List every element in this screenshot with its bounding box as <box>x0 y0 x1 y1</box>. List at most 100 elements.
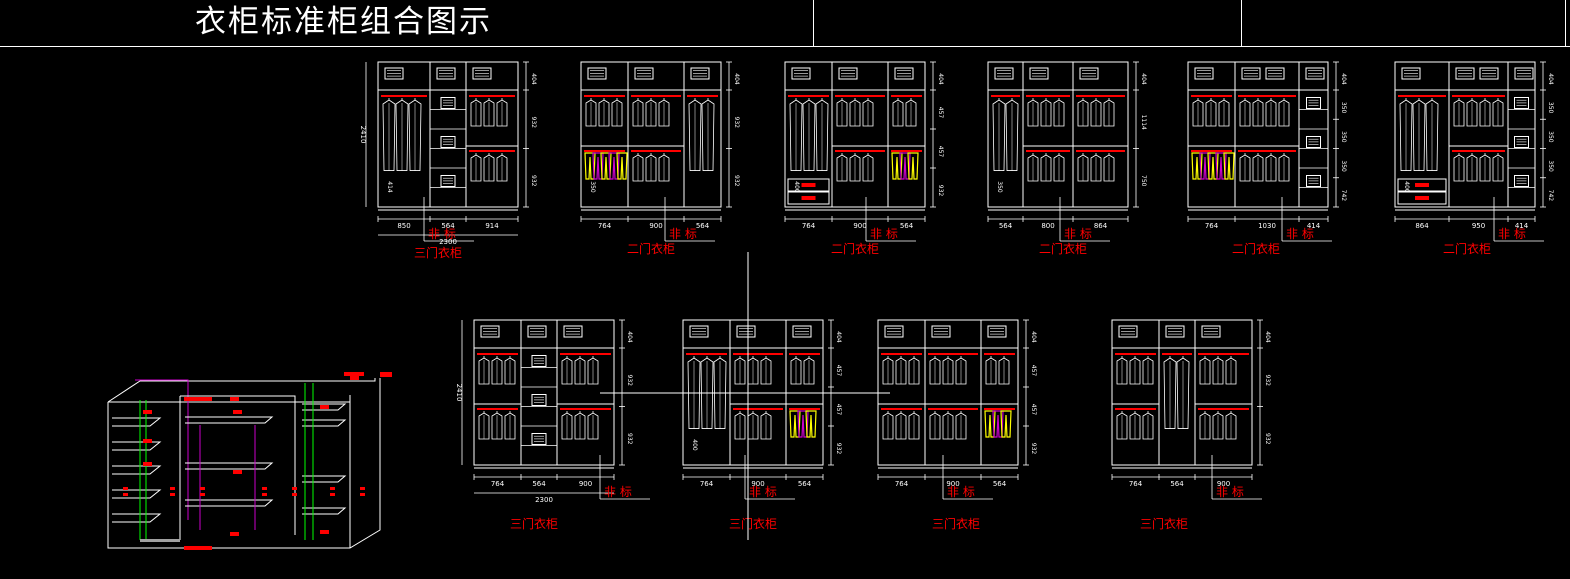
hanging-shirt-icon <box>998 356 1010 385</box>
right-shelf <box>302 507 347 515</box>
height-label: 932 <box>733 117 740 129</box>
folded-clothes-icon <box>440 136 456 148</box>
hanging-coat-icon <box>1005 98 1019 171</box>
hanging-pants-icon <box>984 410 996 438</box>
shirt-outline <box>1466 153 1478 182</box>
hanging-shirt-icon <box>760 356 772 385</box>
width-label: 950 <box>1472 222 1485 230</box>
hanging-shirt-icon <box>1129 411 1141 440</box>
shirt-outline <box>760 411 772 440</box>
hanging-shirt-icon <box>632 153 644 182</box>
shirt-outline <box>470 153 482 182</box>
hanging-shirt-icon <box>803 356 815 385</box>
shirt-outline <box>496 153 508 182</box>
width-label: 864 <box>1415 222 1429 230</box>
hanging-pants-icon <box>805 410 817 438</box>
hanging-coat-icon <box>992 98 1006 171</box>
red-marker <box>184 546 212 550</box>
shirt-outline <box>491 356 503 385</box>
folded-stack <box>1514 97 1529 109</box>
shirt-outline <box>836 153 848 182</box>
folded-stack <box>1306 136 1321 148</box>
cabinet-frame <box>1394 61 1536 208</box>
cabinet-caption: 三门衣柜 <box>932 516 980 531</box>
height-label: 404 <box>1030 331 1037 343</box>
folded-clothes-icon <box>1306 175 1321 187</box>
folded-stack <box>527 325 547 338</box>
hanging-shirt-icon <box>1453 153 1465 182</box>
left-shelf <box>112 441 162 451</box>
height-label: 350 <box>1547 160 1554 172</box>
coat-outline <box>789 98 803 171</box>
hanging-pants-icon <box>797 410 809 438</box>
pants-outline <box>984 410 996 438</box>
hanging-pants-icon <box>1207 152 1219 180</box>
red-marker <box>320 530 329 534</box>
height-label: 457 <box>835 404 842 416</box>
folded-stack <box>994 67 1014 80</box>
folded-stack <box>1029 67 1049 80</box>
width-label: 564 <box>999 222 1013 230</box>
cabinet-caption: 三门衣柜 <box>414 245 462 260</box>
pants-outline <box>899 152 911 180</box>
cabinet-caption: 二门衣柜 <box>1039 241 1087 256</box>
red-marker <box>143 439 152 443</box>
shirt-outline <box>483 98 495 127</box>
hanging-shirt-icon <box>1252 153 1264 182</box>
red-marker <box>233 470 242 474</box>
folded-clothes-icon <box>689 325 709 338</box>
folded-stack <box>440 175 456 187</box>
shirt-outline <box>1090 153 1102 182</box>
pants-outline <box>1191 152 1203 180</box>
nonstandard-note: 非 标 <box>947 485 975 499</box>
folded-stack <box>634 67 654 80</box>
hanging-pants-icon <box>616 152 628 180</box>
hanging-shirt-icon <box>849 153 861 182</box>
cabinet-frame <box>377 61 519 208</box>
hanging-pants-icon <box>592 152 604 180</box>
width-label: 900 <box>946 480 959 488</box>
width-label: 564 <box>798 480 812 488</box>
hanging-shirt-icon <box>734 411 746 440</box>
hanging-pants-icon <box>1223 152 1235 180</box>
cabinet-caption: 二门衣柜 <box>1443 241 1491 256</box>
shirt-outline <box>1278 153 1290 182</box>
height-label: 457 <box>1030 365 1037 377</box>
hanging-shirt-icon <box>1090 98 1102 127</box>
hanging-shirt-icon <box>658 153 670 182</box>
shirt-outline <box>1453 98 1465 127</box>
folded-clothes-icon <box>1118 325 1138 338</box>
red-fitting <box>360 493 365 496</box>
hanging-shirt-icon <box>929 356 941 385</box>
hanging-coat-icon <box>395 98 409 171</box>
shirt-outline <box>942 411 954 440</box>
folded-stack <box>1306 175 1321 187</box>
pants-outline <box>805 410 817 438</box>
folded-clothes-icon <box>1194 67 1214 80</box>
hanging-shirt-icon <box>1466 153 1478 182</box>
shirt-outline <box>1466 98 1478 127</box>
folded-clothes-icon <box>1165 325 1185 338</box>
hanging-shirt-icon <box>504 411 516 440</box>
title-divider-1 <box>813 0 814 46</box>
height-label: 404 <box>937 73 944 85</box>
cabinet-frame <box>1111 319 1253 466</box>
red-fitting <box>262 493 267 496</box>
red-marker <box>230 532 239 536</box>
shirt-outline <box>929 411 941 440</box>
width-label: 900 <box>751 480 764 488</box>
hanging-shirt-icon <box>561 356 573 385</box>
hanging-shirt-icon <box>882 356 894 385</box>
hanging-shirt-icon <box>1492 153 1504 182</box>
page-title: 衣柜标准柜组合图示 <box>195 4 492 40</box>
hanging-shirt-icon <box>1239 153 1251 182</box>
hanging-pants-icon <box>600 152 612 180</box>
folded-clothes-icon <box>987 325 1007 338</box>
coat-outline <box>688 98 702 171</box>
hanging-shirt-icon <box>585 98 597 127</box>
hanging-shirt-icon <box>470 98 482 127</box>
hanging-shirt-icon <box>747 356 759 385</box>
shirt-outline <box>955 411 967 440</box>
hanging-shirt-icon <box>1053 153 1065 182</box>
nonstandard-note: 非 标 <box>1498 227 1526 241</box>
